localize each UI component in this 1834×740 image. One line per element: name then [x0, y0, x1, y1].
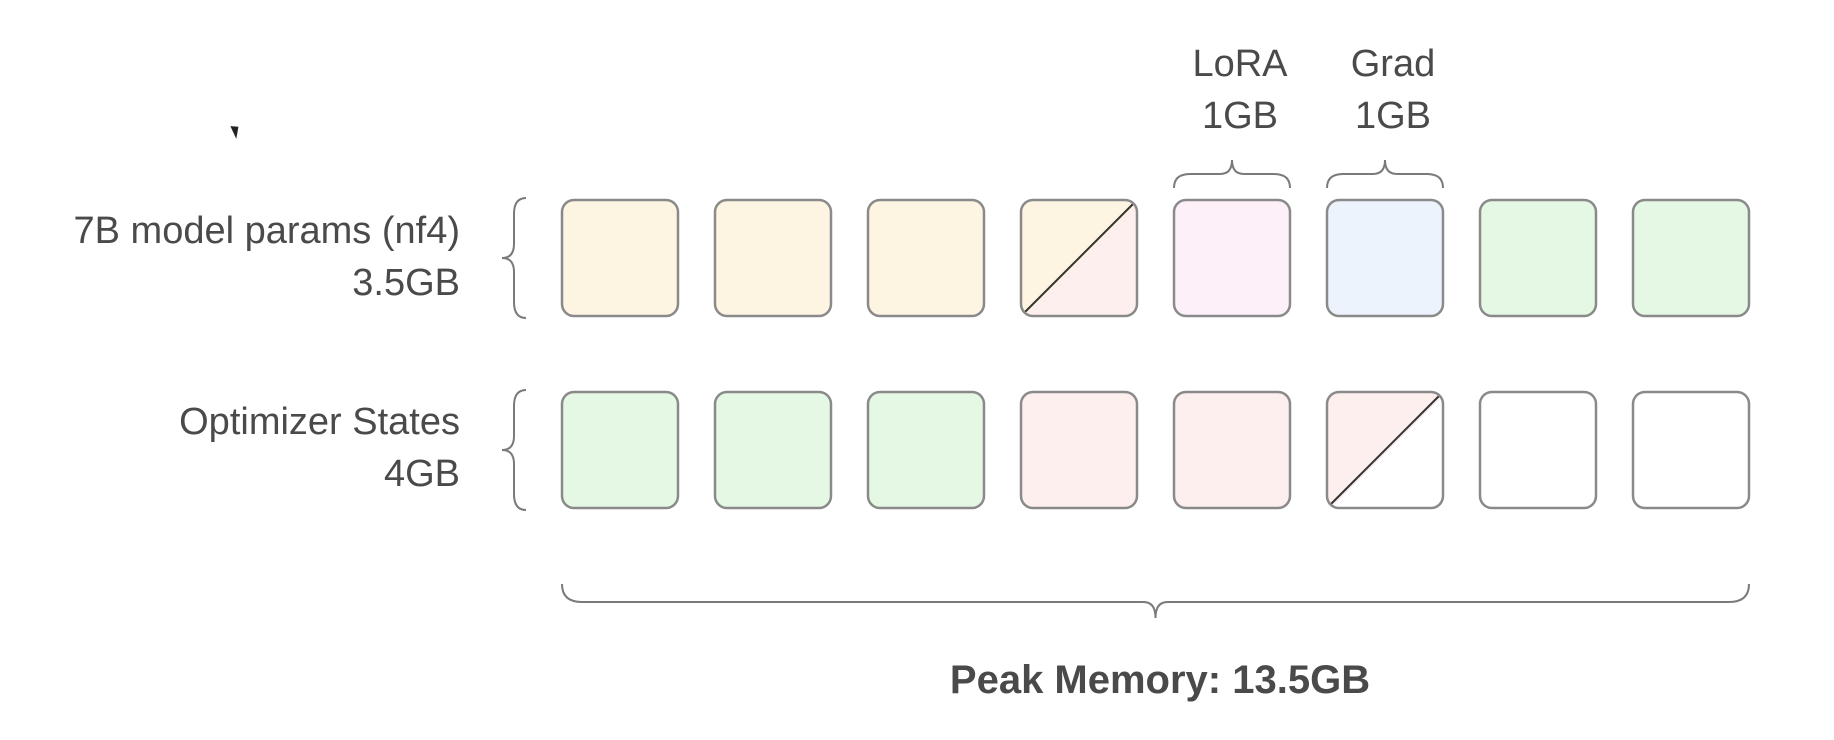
row-brace-2	[501, 389, 527, 511]
row-label-model-params: 7B model params (nf4) 3.5GB	[0, 205, 461, 309]
top-label-lora-line1: LoRA	[1192, 43, 1288, 85]
top-label-grad: Grad 1GB	[1313, 38, 1473, 142]
memory-block-r1-c8	[1631, 198, 1751, 318]
row-label-optimizer-states-line1: Optimizer States	[179, 401, 460, 443]
top-brace-1	[1173, 159, 1291, 189]
memory-block-r1-c4	[1019, 198, 1139, 318]
peak-memory-label: Peak Memory: 13.5GB	[949, 658, 1371, 702]
row-label-optimizer-states-line2: 4GB	[383, 453, 460, 495]
top-label-grad-line2: 1GB	[1354, 95, 1432, 137]
row-brace-1	[501, 197, 527, 319]
memory-block-r2-c1	[560, 390, 680, 510]
memory-block-r2-c4	[1019, 390, 1139, 510]
top-label-lora: LoRA 1GB	[1160, 38, 1320, 142]
top-brace-2	[1326, 159, 1444, 189]
memory-block-r1-c3	[866, 198, 986, 318]
top-label-lora-line2: 1GB	[1201, 95, 1279, 137]
memory-block-r2-c3	[866, 390, 986, 510]
memory-block-r1-c1	[560, 198, 680, 318]
memory-block-r1-c7	[1478, 198, 1598, 318]
row-label-optimizer-states: Optimizer States 4GB	[0, 396, 460, 500]
memory-block-r1-c2	[713, 198, 833, 318]
memory-block-r2-c6	[1325, 390, 1445, 510]
memory-block-r2-c8	[1631, 390, 1751, 510]
memory-block-r1-c5	[1172, 198, 1292, 318]
row-label-model-params-line1: 7B model params (nf4)	[73, 210, 461, 252]
bottom-brace	[561, 583, 1750, 619]
memory-block-r2-c5	[1172, 390, 1292, 510]
row-label-model-params-line2: 3.5GB	[352, 262, 460, 304]
memory-block-r2-c7	[1478, 390, 1598, 510]
memory-block-r2-c2	[713, 390, 833, 510]
top-label-grad-line1: Grad	[1350, 43, 1436, 85]
memory-block-r1-c6	[1325, 198, 1445, 318]
